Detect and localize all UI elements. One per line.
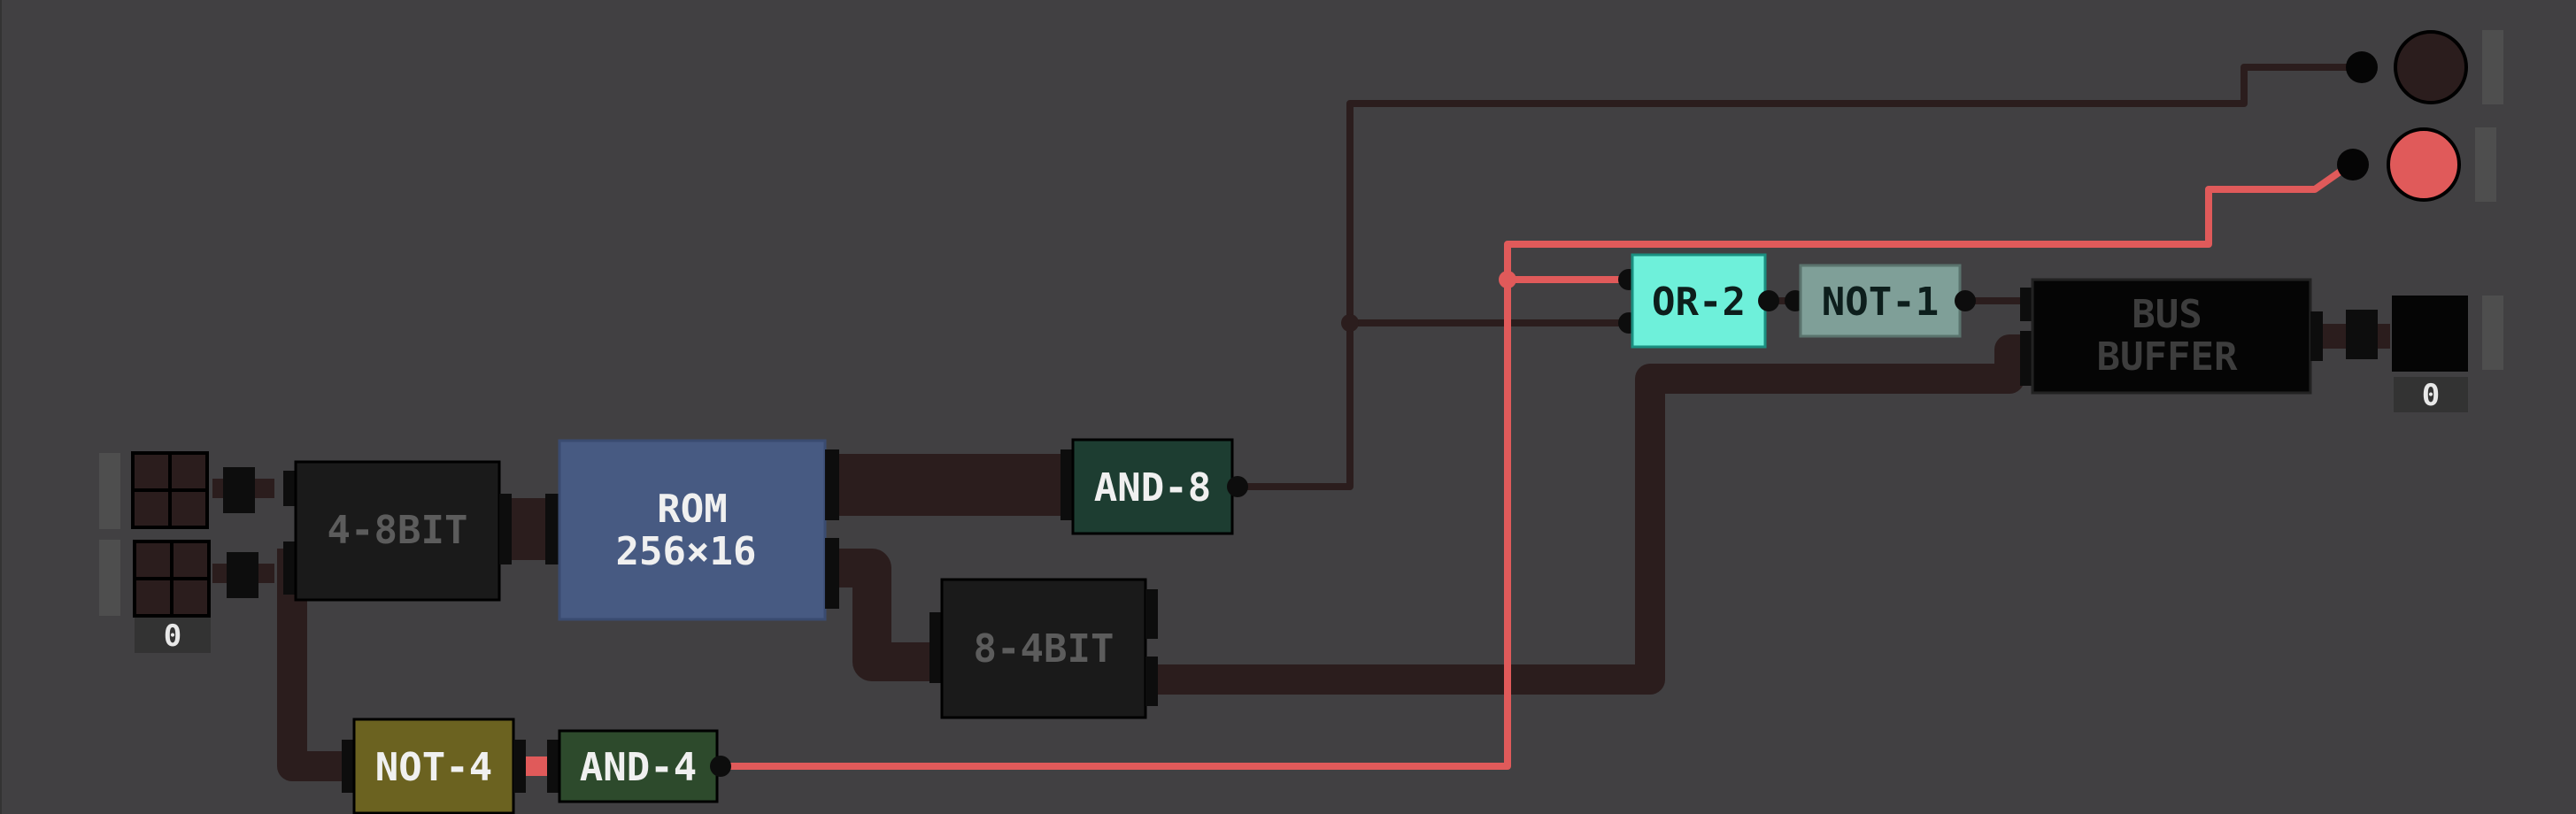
not4-label: NOT-4	[375, 745, 492, 790]
bus-buffer-pin-enable	[2020, 288, 2032, 321]
and4-pin-in	[547, 740, 559, 793]
rom-256x16[interactable]: ROM 256×16	[545, 439, 839, 621]
and8-body[interactable]	[1071, 438, 1234, 535]
led-top-light[interactable]	[2394, 30, 2468, 104]
bus-splitter84-to-busbuffer	[1151, 334, 2032, 695]
or2-pin-out	[1758, 290, 1779, 311]
led-bottom-light[interactable]	[2387, 127, 2461, 202]
not1-label: NOT-1	[1822, 280, 1939, 325]
splitter-4-8bit-pin-in-2	[283, 541, 296, 595]
splitter-8-4bit-body[interactable]	[940, 578, 1147, 719]
bus-output-value-box	[2394, 377, 2468, 412]
led-top-pin	[2346, 51, 2378, 83]
and4-gate[interactable]: AND-4	[547, 729, 731, 803]
bus-buffer-label-line2: BUFFER	[2097, 334, 2238, 380]
led-top-handle[interactable]	[2482, 30, 2503, 104]
led-bottom-pin	[2337, 149, 2369, 180]
wires	[212, 64, 2390, 781]
and8-pin-in	[1060, 449, 1073, 520]
not4-pin-out	[513, 740, 526, 793]
bus-output-handle[interactable]	[2482, 296, 2503, 370]
bus-buffer-pin-data	[2020, 331, 2032, 386]
rom-pin-out-2	[825, 538, 839, 609]
bus-buffer-pin-out	[2310, 311, 2323, 361]
rom-pin-in	[545, 494, 559, 564]
splitter-8-4bit-pin-out-2	[1145, 657, 1158, 706]
led-bottom-handle[interactable]	[2475, 127, 2496, 202]
splitter-8-4bit-pin-out-1	[1145, 589, 1158, 639]
led-output-top[interactable]	[2346, 30, 2503, 104]
rom-label-line2: 256×16	[616, 529, 757, 574]
input-switch-a-handle[interactable]	[99, 453, 120, 529]
wire-and8-to-led-top	[1235, 64, 2364, 490]
not4-gate[interactable]: NOT-4	[342, 718, 526, 814]
input-switch-b-value: 0	[164, 618, 181, 654]
input-switch-a[interactable]: 0	[99, 451, 255, 571]
not1-gate[interactable]: NOT-1	[1785, 264, 1976, 338]
input-switch-a-pin	[223, 467, 255, 513]
bus-buffer[interactable]: BUS BUFFER	[2020, 278, 2323, 395]
splitter-4-8bit-pin-in-1	[283, 471, 296, 506]
splitter-4-8bit[interactable]: 4-8BIT	[283, 460, 512, 602]
or2-body[interactable]	[1631, 253, 1767, 349]
and4-body[interactable]	[558, 729, 719, 803]
input-switch-b[interactable]: 0	[99, 540, 258, 654]
bus-output-body[interactable]	[2392, 296, 2468, 372]
not4-body[interactable]	[352, 718, 515, 814]
splitter-8-4bit[interactable]: 8-4BIT	[929, 578, 1158, 719]
input-switch-b-value-box	[135, 618, 211, 653]
rom-body[interactable]	[558, 439, 827, 621]
and4-pin-out	[710, 756, 731, 777]
and8-gate[interactable]: AND-8	[1060, 438, 1248, 535]
junction-red	[1499, 271, 1516, 288]
or2-gate[interactable]: OR-2	[1618, 253, 1779, 349]
or2-label: OR-2	[1652, 280, 1746, 325]
bus-output-pin	[2346, 310, 2378, 359]
led-output-bottom[interactable]	[2337, 127, 2496, 202]
junction-dark	[1341, 314, 1359, 332]
splitter-8-4bit-pin-in	[929, 612, 942, 683]
input-switch-b-handle[interactable]	[99, 540, 120, 616]
wire-and4-to-led-bottom	[713, 161, 2353, 770]
splitter-4-8bit-body[interactable]	[294, 460, 501, 602]
rom-pin-out-1	[825, 449, 839, 520]
input-switch-b-pin	[227, 552, 258, 598]
and4-label: AND-4	[580, 745, 697, 790]
splitter-8-4bit-label: 8-4BIT	[974, 626, 1114, 672]
not1-pin-out	[1955, 290, 1976, 311]
bus-output-display[interactable]: 0	[2346, 296, 2503, 413]
bus-buffer-body[interactable]	[2031, 278, 2312, 395]
bus-input-to-not4	[277, 549, 345, 781]
not4-pin-in	[342, 740, 354, 793]
bus-rom-to-splitter84	[832, 549, 938, 681]
splitter-4-8bit-pin-out	[499, 494, 512, 564]
bus-output-value: 0	[2422, 378, 2440, 413]
rom-label-line1: ROM	[657, 487, 727, 532]
bus-buffer-label-line1: BUS	[2132, 292, 2202, 337]
and8-label: AND-8	[1094, 465, 1211, 511]
splitter-4-8bit-label: 4-8BIT	[328, 508, 468, 553]
and8-pin-out	[1227, 476, 1248, 497]
